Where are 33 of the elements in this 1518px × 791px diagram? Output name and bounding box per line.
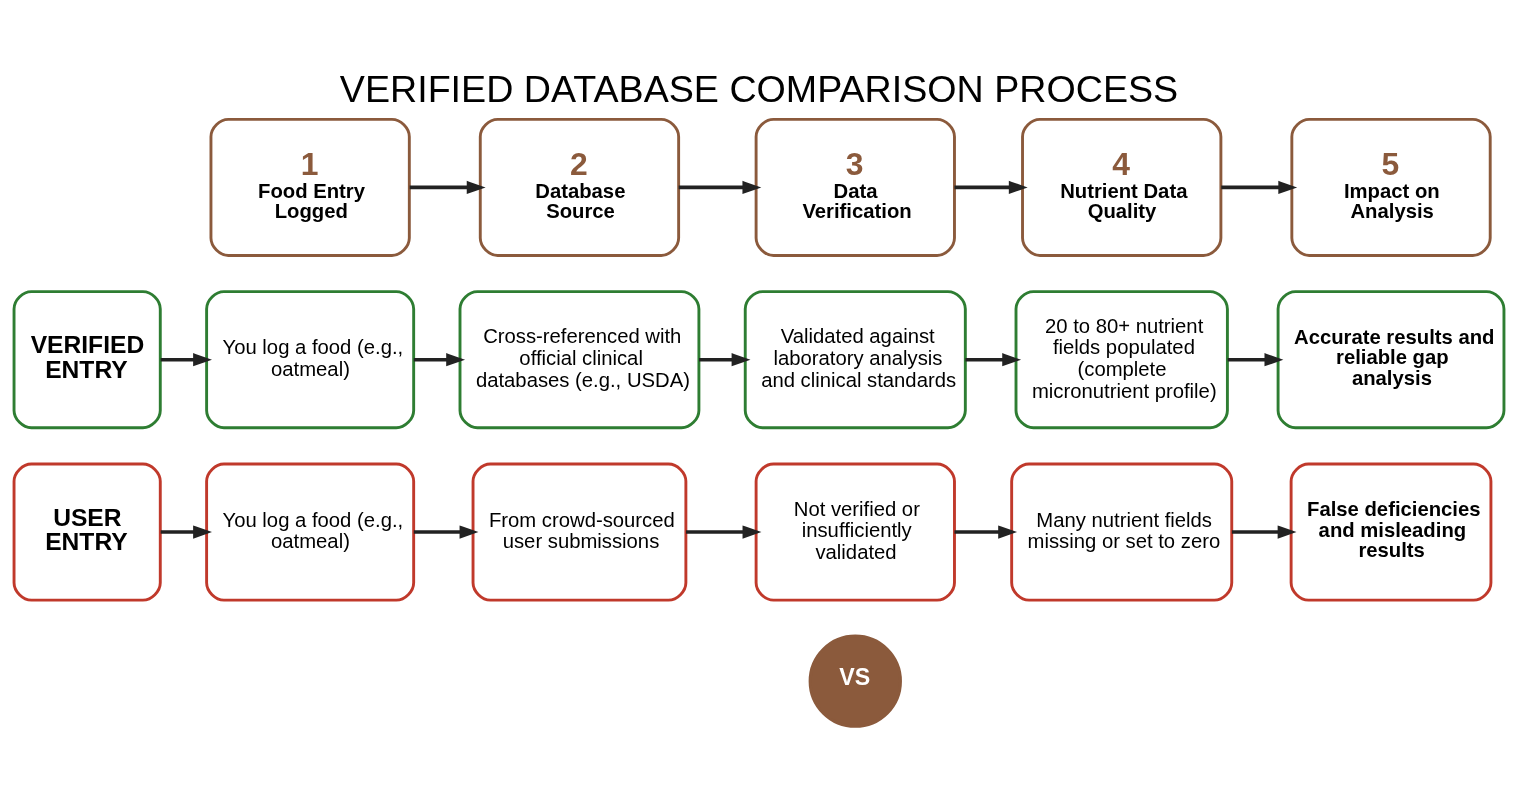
node-box: Many nutrient fields missing or set to zero [1010, 462, 1234, 602]
node-circle: VS [808, 634, 902, 728]
node-box: Validated against laboratory analysis and clinical standards [743, 289, 967, 429]
arrow [413, 352, 466, 366]
arrow [678, 180, 762, 194]
arrow [686, 524, 762, 539]
node-box: 3 Data Verification [754, 117, 956, 257]
arrow [965, 352, 1022, 366]
arrow [954, 524, 1018, 539]
arrow [1221, 180, 1298, 194]
arrow [1231, 524, 1297, 539]
node-box: Cross-referenced with official clinical databases (e.g., USDA) [458, 289, 701, 429]
node-box: VERIFIED ENTRY [12, 289, 162, 429]
arrow [160, 352, 212, 366]
node-box: USER ENTRY [12, 462, 162, 602]
arrow [413, 524, 479, 539]
arrow [1227, 352, 1284, 366]
node-box: You log a food (e.g., oatmeal) [205, 289, 416, 429]
arrow [160, 524, 212, 539]
node-box: 1 Food Entry Logged [209, 117, 411, 257]
node-box: From crowd-sourced user submissions [471, 462, 688, 602]
arrow [954, 180, 1028, 194]
diagram-title: VERIFIED DATABASE COMPARISON PROCESS [339, 67, 1179, 110]
node-box: 20 to 80+ nutrient fields populated (complete micronutrient profile) [1014, 289, 1229, 429]
node-box: You log a food (e.g., oatmeal) [205, 462, 416, 602]
node-box: Accurate results and reliable gap analysis [1276, 289, 1506, 429]
node-box: False deficiencies and misleading results [1289, 462, 1493, 602]
node-box: 4 Nutrient Data Quality [1021, 117, 1223, 257]
node-box: 2 Database Source [478, 117, 681, 257]
node-box: 5 Impact on Analysis [1290, 117, 1492, 257]
node-box: Not verified or insufficiently validated [754, 462, 956, 602]
arrow [699, 352, 751, 366]
arrow [409, 180, 486, 194]
